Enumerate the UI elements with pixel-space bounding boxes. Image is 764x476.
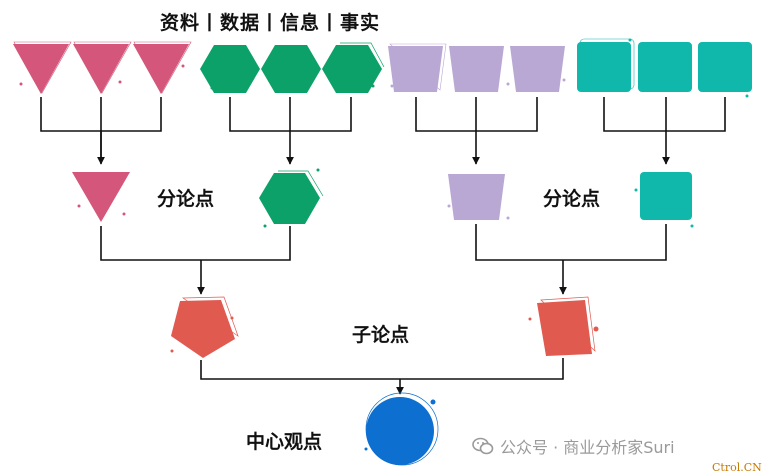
- sub-argument-label-right: 分论点: [543, 188, 601, 210]
- pink-triangle-1: [13, 44, 69, 94]
- watermark-text: 公众号 · 商业分析家Suri: [500, 438, 675, 457]
- sub-point-label: 子论点: [352, 324, 410, 346]
- center-point-label: 中心观点: [246, 431, 323, 453]
- green-hexagon-1: [200, 45, 260, 93]
- sub-argument-label-left: 分论点: [157, 188, 215, 210]
- teal-square-3: [698, 42, 752, 92]
- square-group: [577, 38, 752, 98]
- green-hexagon-2: [261, 45, 321, 93]
- source-title: 资料丨数据丨信息丨事实: [160, 12, 381, 34]
- teal-square-1: [577, 42, 631, 92]
- mid-pink-triangle: [72, 172, 130, 222]
- hexagon-group: [200, 42, 385, 93]
- wechat-icon: [472, 437, 494, 455]
- sub-argument-shapes: [72, 168, 694, 228]
- middle-connectors: [100, 224, 667, 295]
- lavender-trapezoid-2: [449, 46, 504, 92]
- watermark: 公众号 · 商业分析家Suri: [472, 434, 675, 458]
- pink-triangle-3: [133, 44, 189, 94]
- coral-pentagon: [171, 300, 235, 358]
- green-hexagon-3: [322, 45, 382, 93]
- trapezoid-group: [388, 43, 566, 92]
- center-circle: [366, 397, 434, 465]
- mid-teal-square: [640, 172, 692, 220]
- triangle-group: [13, 41, 192, 94]
- credit-text: Ctrol.CN: [712, 461, 762, 474]
- coral-parallelogram: [537, 300, 592, 356]
- top-connectors: [40, 97, 726, 165]
- teal-square-2: [638, 42, 692, 92]
- lavender-trapezoid-3: [510, 46, 565, 92]
- center-circle-group: [364, 392, 439, 466]
- sub-point-shapes: [170, 296, 599, 358]
- mid-green-hexagon: [259, 173, 320, 224]
- bottom-connectors: [200, 358, 564, 395]
- mid-lavender-trapezoid: [448, 174, 505, 220]
- pink-triangle-2: [73, 44, 129, 94]
